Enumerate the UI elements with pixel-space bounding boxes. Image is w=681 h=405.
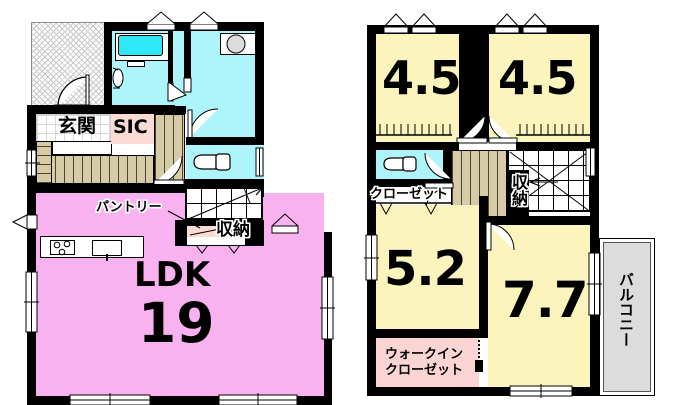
balcony-label: バルコニー [617, 272, 635, 347]
wall-1f-upper-right [255, 22, 264, 237]
walk-in-closet-label-line2: クローゼット [385, 363, 464, 378]
storage-2f-leader-icon [507, 204, 519, 216]
wall-1f-top [104, 22, 264, 31]
genkan-step [52, 141, 112, 155]
hallway-wood-floor [36, 155, 154, 184]
balcony-outer-frame [599, 238, 655, 396]
walk-in-closet-door-icon [475, 340, 483, 372]
wall-2f-under-bedrooms-2 [516, 142, 590, 150]
ldk-word-label: LDK [134, 255, 211, 295]
bath-counter [127, 61, 145, 67]
dressing-door-icon [183, 77, 192, 93]
bedroom-4-5-left-label: 4.5 [382, 51, 461, 105]
wall-5-2-bottom [376, 329, 488, 338]
walk-in-closet [376, 338, 479, 387]
toilet-window-icon [255, 147, 264, 177]
bedroom-7-7-label: 7.7 [502, 271, 589, 329]
genkan-label: 玄関 [58, 115, 97, 137]
wall-7-7-top [479, 216, 590, 225]
wall-2f-top [367, 25, 599, 34]
bedroom-4-5-right [489, 34, 590, 142]
bedroom-door-swings-icon [456, 115, 518, 144]
bedroom-4-5-left [376, 34, 459, 142]
storage-label-2f: 収納 [509, 174, 528, 206]
toilet-2f-icon [383, 156, 417, 172]
stairs-1f-arrow-icon [185, 185, 265, 221]
genkan-tile-area [36, 114, 111, 144]
entrance-step-plank [36, 141, 52, 184]
wall-5-2-right [479, 196, 488, 329]
floor1-group: 玄関 SIC [0, 0, 340, 405]
bedroom-7-7-door-swing-icon [485, 221, 515, 251]
bedroom-4-5-right-label: 4.5 [498, 51, 577, 105]
washroom-door-swing-icon [167, 82, 188, 102]
wall-1f-bath-left [104, 22, 112, 112]
bedroom-7-7-window-icons [509, 252, 602, 398]
wall-1f-mid-upper [27, 105, 175, 114]
wall-toilet-2f-right [443, 150, 451, 179]
window-1f-top-icons [146, 11, 219, 31]
porch-area [31, 22, 110, 108]
wall-1f-bath-bottom [104, 106, 186, 114]
sic-area [111, 114, 154, 144]
stairs-2f-handrail-icon [585, 147, 596, 177]
washing-machine-icon [226, 34, 246, 54]
wall-toilet-bottom [170, 179, 264, 187]
bedroom-5-2-window-icon [364, 234, 379, 281]
wall-1f-left-upper [27, 105, 36, 405]
bedroom-5-2 [376, 205, 479, 329]
closet-rail-left-icon [376, 124, 452, 136]
pantry-shelf-icon [189, 227, 241, 254]
bath-fixtures-icon [112, 67, 124, 89]
closet-5-2-rail-icon [376, 202, 451, 216]
storage-closet-area [187, 237, 245, 245]
bathtub-icon [118, 35, 163, 56]
pantry-label: パントリー [96, 200, 162, 215]
wall-2f-bottom [367, 387, 599, 396]
ldk-window-icons [11, 213, 335, 405]
wall-hall-ldk [36, 184, 186, 193]
sic-label: SIC [113, 116, 148, 138]
wall-2f-under-bedrooms [376, 142, 459, 150]
pantry-leader-line [167, 210, 201, 229]
closet-rail-right-icon [516, 124, 590, 136]
closet-label-2f: クローゼット [370, 187, 449, 202]
walk-in-closet-label-line1: ウォークイン [385, 347, 464, 362]
wall-wash-div-2 [184, 31, 191, 83]
kitchen-faucet-icon [106, 254, 108, 261]
toilet-icon [193, 153, 231, 171]
bedroom-5-2-label: 5.2 [384, 241, 467, 297]
balcony [603, 242, 651, 392]
floor2-group: 4.5 4.5 [340, 0, 681, 405]
storage-label-1f: 収納 [216, 220, 250, 240]
window-2f-top-icons [383, 13, 548, 34]
wall-2f-left [367, 25, 376, 396]
front-door-icon [25, 149, 40, 177]
wall-toilet-2f-bottom [376, 179, 451, 187]
wall-2f-right [590, 25, 599, 396]
ldk-number-label: 19 [138, 291, 215, 355]
wall-bath-wash-div [168, 31, 173, 83]
wall-1f-bottom [27, 396, 332, 405]
kitchen-stove-burners-icon [53, 240, 71, 256]
wall-1f-hall-bottom [186, 137, 264, 145]
bedroom-7-7 [488, 224, 590, 387]
